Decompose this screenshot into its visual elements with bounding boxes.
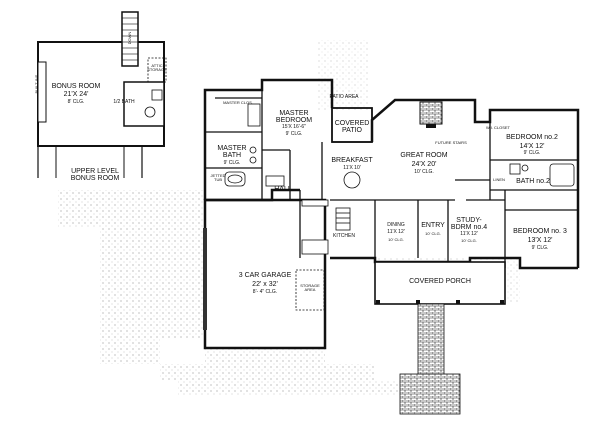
bath2-fixtures bbox=[509, 163, 575, 187]
garage-storage bbox=[295, 269, 325, 311]
built-ins bbox=[37, 61, 47, 123]
master-bath-clg: 9' CLG. bbox=[223, 160, 241, 166]
great-room-dim: 24'X 20' bbox=[411, 161, 437, 168]
entry-label: ENTRY bbox=[421, 222, 445, 229]
covered-patio-label: COVERED PATIO bbox=[334, 120, 370, 135]
bonus-room-clg: 8' CLG. bbox=[67, 99, 85, 105]
future-stairs-label: FUTURE STAIRS bbox=[435, 140, 467, 145]
bedroom3-clg: 9' CLG. bbox=[531, 245, 549, 251]
entry-clg: 10' CLG. bbox=[425, 231, 441, 236]
upper-stair bbox=[121, 11, 139, 67]
bedroom2-dim: 14'X 12' bbox=[519, 143, 545, 150]
attic-storage-label: ATTIC STORAGE bbox=[147, 63, 167, 73]
master-closet-label: MASTER CLOS. bbox=[223, 100, 253, 105]
bedroom3-dim: 13'X 12' bbox=[527, 237, 553, 244]
bonus-room-label: BONUS ROOM bbox=[51, 83, 101, 90]
garage-dim: 22' x 32' bbox=[252, 281, 278, 288]
upper-half-bath bbox=[123, 81, 165, 127]
bedroom2-clg: 9' CLG. bbox=[523, 150, 541, 156]
garage-label: 3 CAR GARAGE bbox=[238, 272, 292, 279]
dining-label: DINING bbox=[387, 222, 405, 228]
great-room-label: GREAT ROOM bbox=[400, 152, 448, 159]
storage-label: STORAGE AREA bbox=[300, 283, 320, 293]
garage-clg: 8'- 4" CLG. bbox=[252, 289, 278, 295]
upper-level-plan bbox=[37, 11, 167, 178]
patio-area-label: PATIO AREA bbox=[329, 94, 359, 100]
dining-dim: 11'X 12' bbox=[387, 229, 405, 235]
kitchen-label: KITCHEN bbox=[333, 233, 355, 239]
master-bedroom-dim: 15'X 16'-6" bbox=[282, 124, 306, 130]
bath2-label: BATH no.2 bbox=[516, 178, 550, 185]
jetted-tub-label: JETTED TUB bbox=[210, 173, 226, 183]
breakfast-table bbox=[343, 171, 361, 189]
dining-clg: 10' CLG. bbox=[388, 237, 404, 242]
upper-level-label: UPPER LEVEL BONUS ROOM bbox=[70, 168, 120, 183]
bedroom2-label: BEDROOM no.2 bbox=[506, 134, 558, 141]
brick-walkway bbox=[399, 303, 461, 415]
wi-closet-label: W.I. CLOSET bbox=[485, 125, 511, 130]
fireplace bbox=[419, 101, 443, 128]
linen-label: LINEN bbox=[493, 177, 505, 182]
study-clg: 10' CLG. bbox=[461, 238, 477, 243]
master-bath-fixtures bbox=[224, 103, 285, 187]
hall-label: HALL bbox=[274, 186, 292, 193]
master-bedroom-label: MASTER BEDROOM bbox=[275, 110, 313, 125]
master-bath-label: MASTER BATH bbox=[217, 145, 247, 160]
kitchen-fixtures bbox=[301, 199, 351, 255]
bedroom3-label: BEDROOM no. 3 bbox=[513, 228, 567, 235]
breakfast-dim: 11'X 10' bbox=[343, 165, 361, 171]
bonus-room-dim: 21'X 24' bbox=[63, 91, 89, 98]
great-room-clg: 10' CLG. bbox=[414, 169, 434, 175]
built-ins-label: BUILT-INS bbox=[33, 74, 39, 94]
study-label: STUDY- BDRM no.4 bbox=[450, 217, 488, 232]
interior-walls bbox=[205, 90, 578, 268]
covered-porch-label: COVERED PORCH bbox=[409, 278, 471, 285]
breakfast-label: BREAKFAST bbox=[331, 157, 373, 164]
main-level-walls bbox=[203, 78, 580, 350]
down-label: DOWN bbox=[126, 31, 132, 45]
study-dim: 11'X 12' bbox=[460, 231, 478, 237]
half-bath-label: 1/2 BATH bbox=[113, 99, 135, 105]
master-bedroom-clg: 9' CLG. bbox=[285, 131, 303, 137]
